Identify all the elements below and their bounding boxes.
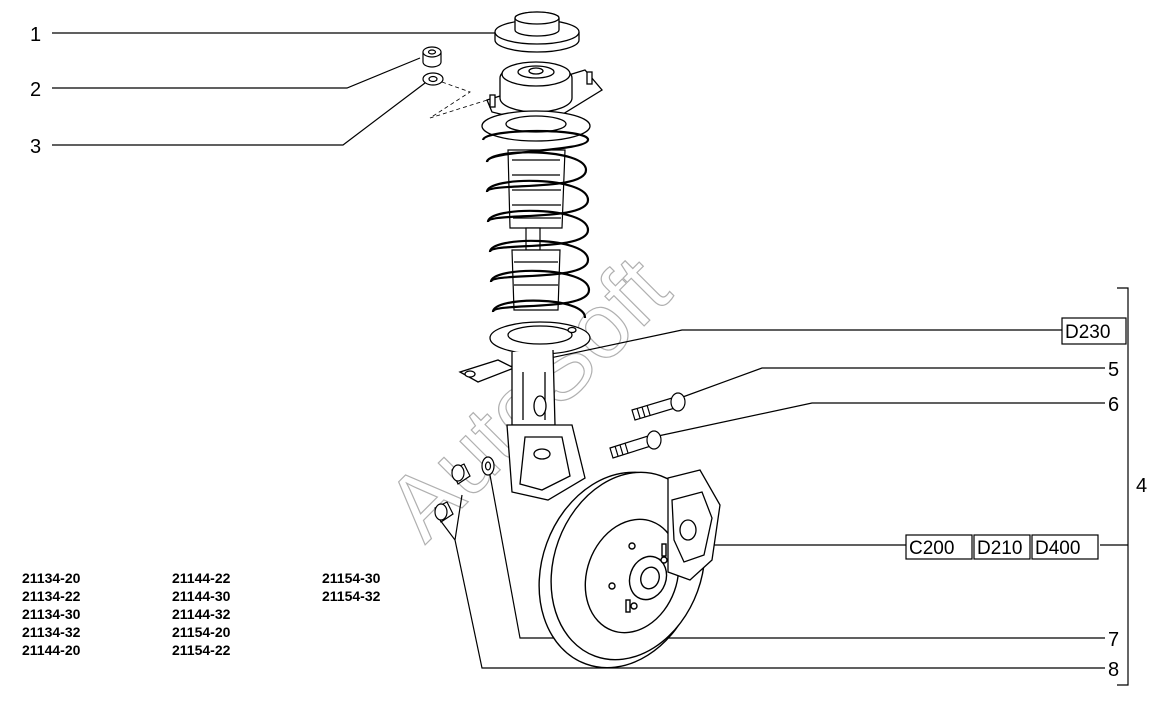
applicability-column-3: 21154-30 21154-32 (322, 569, 380, 605)
part-7-washer (481, 456, 495, 476)
callout-5: 5 (1108, 359, 1119, 381)
callout-4: 4 (1136, 475, 1147, 497)
part-1-top-cap (494, 11, 580, 53)
part-5-bolt (631, 392, 686, 421)
lower-spring-seat (489, 321, 591, 355)
model-code: 21144-20 (22, 642, 81, 658)
callout-6: 6 (1108, 394, 1119, 416)
brake-caliper (667, 469, 721, 581)
callout-3: 3 (30, 136, 41, 158)
ref-c200[interactable]: C200 (909, 538, 954, 559)
model-code: 21154-30 (322, 570, 381, 586)
callout-7: 7 (1108, 629, 1119, 651)
part-2-nut (422, 46, 442, 68)
assembly-dashed-line (429, 81, 501, 119)
model-code: 21144-32 (172, 606, 231, 622)
model-code: 21154-22 (172, 642, 231, 658)
model-code: 21134-20 (22, 570, 81, 586)
model-code: 21134-30 (22, 606, 81, 622)
ref-d230[interactable]: D230 (1065, 322, 1110, 343)
dust-boot (507, 149, 566, 311)
upper-strut-mount (486, 61, 603, 126)
brake-disc (538, 471, 706, 669)
ref-box-c200[interactable] (905, 534, 973, 560)
applicability-column-1: 21134-20 21134-22 21134-30 21134-32 2114… (22, 569, 80, 659)
callout-8: 8 (1108, 659, 1119, 681)
callout-1: 1 (30, 24, 41, 46)
part-8-nut-upper (451, 463, 471, 485)
ref-box-d400[interactable] (1031, 534, 1099, 560)
part-8-nut-lower (434, 501, 454, 523)
model-code: 21144-22 (172, 570, 231, 586)
upper-spring-seat (481, 110, 591, 142)
model-code: 21134-22 (22, 588, 81, 604)
model-code: 21144-30 (172, 588, 231, 604)
coil-spring (481, 129, 591, 319)
ref-d210[interactable]: D210 (977, 538, 1022, 559)
applicability-column-2: 21144-22 21144-30 21144-32 21154-20 2115… (172, 569, 230, 659)
strut-knuckle-bracket (506, 395, 586, 501)
ref-box-d230[interactable] (1061, 317, 1127, 345)
model-code: 21134-32 (22, 624, 81, 640)
ref-d400[interactable]: D400 (1035, 538, 1080, 559)
part-6-bolt (609, 430, 662, 459)
part-3-washer (422, 72, 444, 86)
ref-box-d210[interactable] (973, 534, 1031, 560)
callout-2: 2 (30, 79, 41, 101)
model-code: 21154-20 (172, 624, 231, 640)
model-code: 21154-32 (322, 588, 381, 604)
